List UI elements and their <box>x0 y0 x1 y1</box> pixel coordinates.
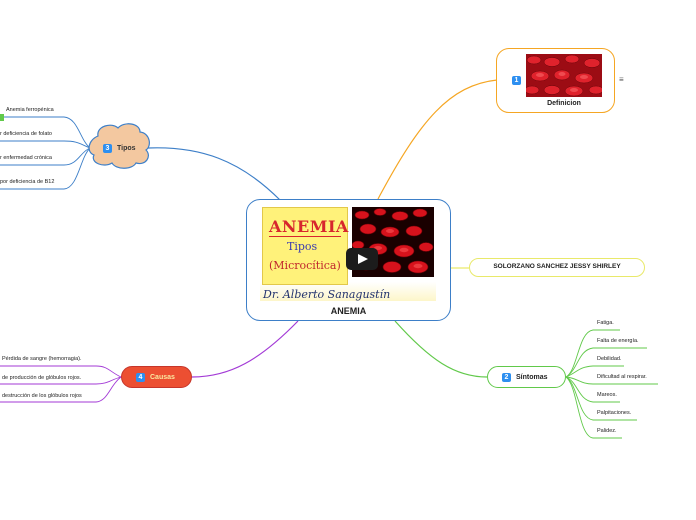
red-blood-cells-image <box>526 54 602 97</box>
link-tipos <box>147 147 281 201</box>
thumbnail-subtitle: Tipos <box>287 240 318 253</box>
play-icon[interactable] <box>346 248 378 270</box>
causa-item[interactable]: Pérdida de sangre (hemorragia). <box>2 356 82 362</box>
sintoma-item[interactable]: Falta de energía. <box>597 338 639 344</box>
thumbnail-author: Dr. Alberto Sanagustín <box>263 288 391 301</box>
number-badge-2: 2 <box>502 372 511 382</box>
sintoma-item[interactable]: Debilidad. <box>597 356 622 362</box>
sintoma-item[interactable]: Palpitaciones. <box>597 410 632 416</box>
sintomas-branches <box>565 329 658 439</box>
topic-causas-label: Causas <box>150 373 175 381</box>
link-causas <box>191 320 299 378</box>
note-icon[interactable]: ≡ <box>619 75 624 84</box>
tipo-item[interactable]: r deficiencia de folato <box>0 131 52 137</box>
number-badge-4: 4 <box>136 372 145 382</box>
tipo-item[interactable]: r enfermedad crónica <box>0 155 52 161</box>
link-sintomas <box>394 320 488 378</box>
causas-branches <box>0 365 122 403</box>
title-underline <box>269 236 341 237</box>
thumbnail-title: ANEMIA <box>269 217 349 236</box>
sintoma-item[interactable]: Palidez. <box>597 428 617 434</box>
thumbnail-title-card: ANEMIA Tipos (Microcítica) <box>262 207 348 285</box>
thumbnail-type: (Microcítica) <box>269 259 341 272</box>
topic-tipos-node[interactable]: 3 Tipos <box>103 144 136 153</box>
number-badge-1: 1 <box>512 76 521 85</box>
causa-item[interactable]: de producción de glóbulos rojos. <box>2 375 82 381</box>
tipos-cloud-shape <box>88 123 150 169</box>
topic-causas-node[interactable]: 4 Causas <box>121 366 192 388</box>
sintoma-item[interactable]: Mareos. <box>597 392 617 398</box>
sintoma-item[interactable]: Fatiga. <box>597 320 614 326</box>
topic-autor-node[interactable]: SOLORZANO SANCHEZ JESSY SHIRLEY <box>469 258 645 277</box>
central-topic-node[interactable]: ANEMIA Tipos (Microcítica) Dr. Alberto S… <box>246 199 451 321</box>
topic-definicion-label: Definicion <box>547 100 581 107</box>
tipos-branches <box>0 116 91 190</box>
topic-definicion-node[interactable]: 1 Definicion <box>496 48 615 113</box>
number-badge-3: 3 <box>103 144 112 153</box>
topic-tipos-label: Tipos <box>117 145 136 152</box>
topic-sintomas-node[interactable]: 2 Síntomas <box>487 366 566 388</box>
tipo-item[interactable]: Anemia ferropénica <box>6 107 54 113</box>
tipo-item[interactable]: por deficiencia de B12 <box>0 179 55 185</box>
sintoma-item[interactable]: Dificultad al respirar. <box>597 374 647 380</box>
topic-sintomas-label: Síntomas <box>516 373 548 381</box>
link-definicion <box>377 79 498 200</box>
causa-item[interactable]: destrucción de los glóbulos rojos <box>2 393 82 399</box>
video-thumbnail[interactable]: ANEMIA Tipos (Microcítica) Dr. Alberto S… <box>260 205 436 301</box>
central-topic-label: ANEMIA <box>330 306 367 316</box>
